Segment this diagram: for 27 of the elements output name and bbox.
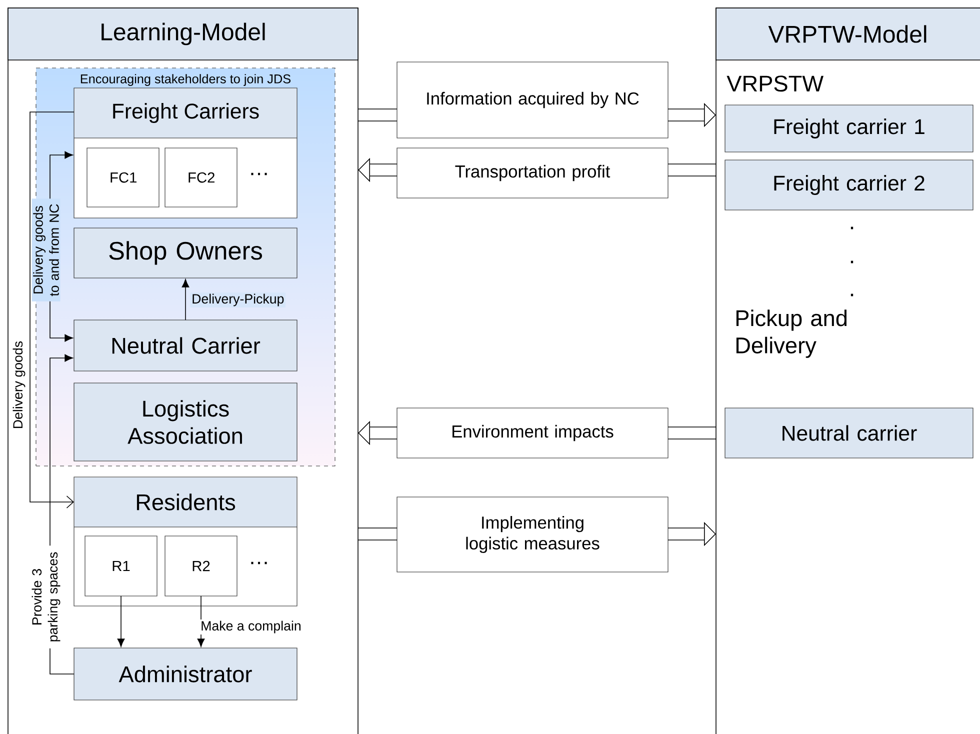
edge-label: Make a complain: [199, 619, 303, 635]
actor-box: Administrator: [74, 648, 298, 700]
flow-box: Environment impacts: [396, 408, 668, 458]
edge-label: Delivery goods to and from NC: [32, 198, 60, 302]
flow-box: Implementing logistic measures: [396, 496, 668, 572]
hollow-arrow: [668, 426, 716, 440]
arrow: [30, 112, 74, 508]
arrow: [117, 596, 125, 647]
hollow-arrow: [358, 108, 398, 122]
vehicle-box: Neutral carrier: [724, 408, 974, 458]
vehicle-box: Freight carrier 2: [724, 160, 974, 210]
edge-label: Provide 3 parking spaces: [30, 546, 62, 648]
flow-box: Information acquired by NC: [396, 62, 668, 138]
actor-box: Neutral Carrier: [74, 320, 298, 372]
member-box: FC2: [164, 148, 238, 208]
hollow-arrow: [358, 528, 398, 540]
actor-box: Shop Owners: [74, 228, 298, 278]
edge-label: Delivery goods: [11, 340, 27, 430]
member-box: R2: [164, 536, 238, 596]
edge-label: Delivery-Pickup: [190, 292, 286, 308]
flow-box: Transportation profit: [396, 148, 668, 198]
hollow-arrow: [668, 164, 716, 176]
member-box: FC1: [86, 148, 160, 208]
arrow: [182, 279, 190, 320]
actor-box: Logistics Association: [74, 382, 298, 462]
vehicle-box: Freight carrier 1: [724, 104, 974, 152]
member-box: R1: [84, 536, 158, 596]
